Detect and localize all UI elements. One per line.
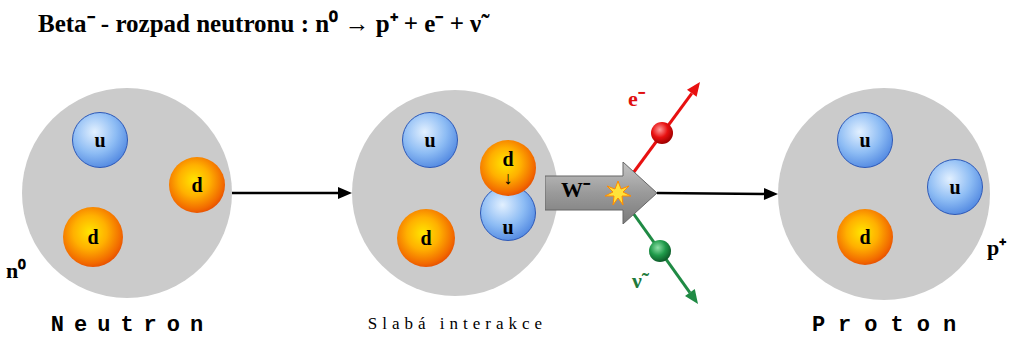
connector-arrow <box>232 187 352 199</box>
quark-letter: u <box>94 130 105 150</box>
down-quark: d <box>169 157 225 213</box>
w-boson-arrow: W⁻ <box>545 162 657 224</box>
process-name: Slabá interakce <box>352 314 558 334</box>
quark-letter: u <box>949 177 960 197</box>
quark-letter: d <box>87 227 98 247</box>
arrow-head <box>764 188 778 200</box>
transition-circle: Slabá interakceud↓ud <box>352 90 558 296</box>
quark-letter: d <box>859 227 870 247</box>
up-quark: u <box>837 112 893 168</box>
connector-line <box>657 192 764 195</box>
arrow-head <box>338 187 352 199</box>
down-quark: d <box>397 209 455 267</box>
down-quark: d↓ <box>480 140 536 196</box>
charge-symbol: n⁰ <box>6 254 26 284</box>
up-quark: u <box>402 112 458 168</box>
proton-circle: Protonp⁺uud <box>778 88 990 300</box>
quark-letter: d <box>420 228 431 248</box>
diagram-title: Beta⁻ - rozpad neutronu : n⁰ → p⁺ + e⁻ +… <box>38 5 481 39</box>
change-arrow: ↓ <box>504 169 513 187</box>
charge-symbol: p⁺ <box>987 231 1006 261</box>
particle-name: Proton <box>778 313 990 338</box>
quark-letter: d <box>502 149 513 169</box>
particle-label: e⁻ <box>628 82 645 112</box>
particle-name: Neutron <box>22 313 232 338</box>
down-quark: d <box>63 207 123 267</box>
boson-symbol: W⁻ <box>561 179 590 201</box>
block-arrow-body <box>545 162 657 224</box>
down-quark: d <box>837 209 893 265</box>
electron-arrow <box>628 82 700 180</box>
neutron-circle: Neutronn⁰udd <box>22 88 232 298</box>
particle-label: ν̃ <box>632 268 642 294</box>
up-quark: u <box>927 159 983 215</box>
quark-letter: u <box>859 130 870 150</box>
quark-letter: u <box>502 217 513 237</box>
quark-letter: d <box>191 175 202 195</box>
connector-line <box>232 192 338 195</box>
quark-letter: u <box>424 130 435 150</box>
up-quark: u <box>72 112 128 168</box>
antineutrino-arrow <box>628 206 698 304</box>
connector-arrow <box>657 188 778 200</box>
interaction-spark <box>605 181 631 205</box>
